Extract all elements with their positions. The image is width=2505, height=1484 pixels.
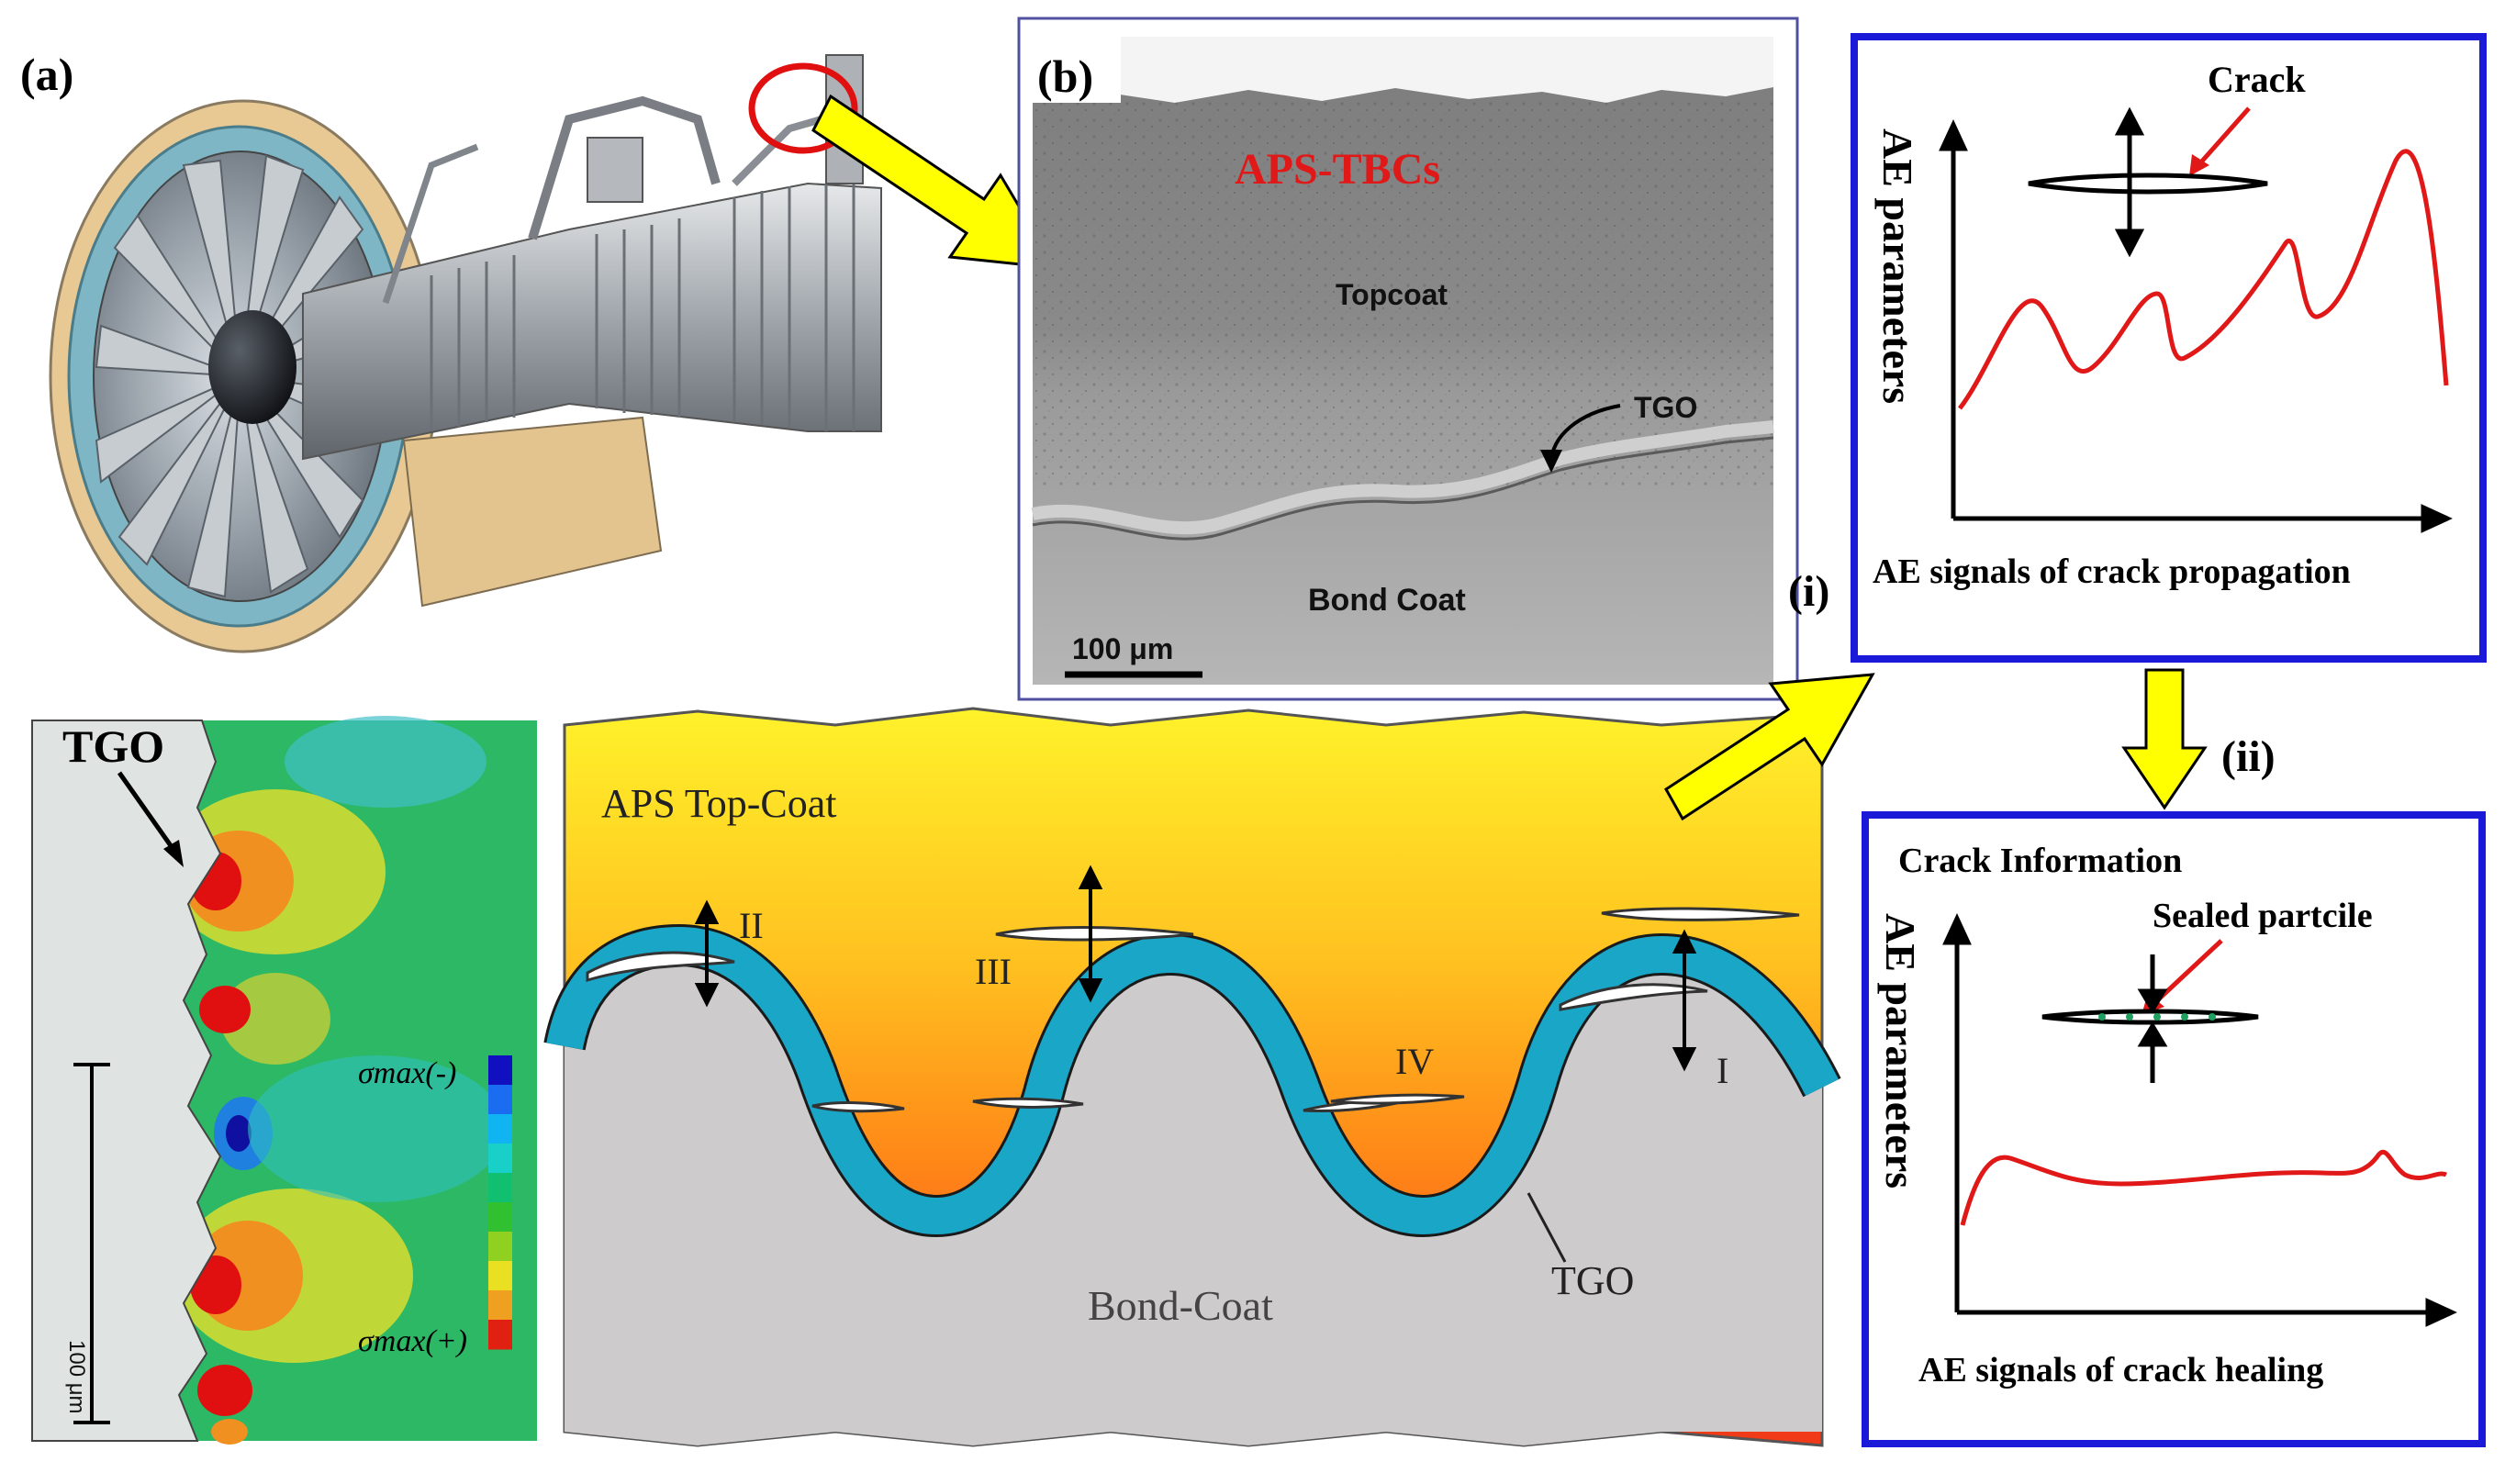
- topcoat-label: Topcoat: [1336, 278, 1448, 311]
- stress-scale-label: 100 μm: [64, 1340, 89, 1414]
- legend-swatch: [488, 1261, 512, 1291]
- legend-swatch: [488, 1202, 512, 1233]
- sealed-particles: [2098, 1013, 2216, 1021]
- micrograph-scale-label: 100 μm: [1072, 632, 1173, 665]
- propagation-signal-curve: [1958, 149, 2449, 410]
- hot-section-highlight: [748, 62, 858, 154]
- propagation-axes: [1939, 119, 2453, 533]
- schematic-topcoat-label: APS Top-Coat: [601, 781, 836, 826]
- healing-particle-label: Sealed partcile: [2153, 897, 2373, 935]
- propagation-caption: AE signals of crack propagation: [1873, 552, 2351, 591]
- healing-caption: AE signals of crack healing: [1918, 1351, 2323, 1389]
- propagation-crack-label: Crack: [2208, 59, 2306, 100]
- arrow-schematic-to-propagation: [1664, 673, 1875, 821]
- schematic-tgo-pointer: [1526, 1192, 1567, 1263]
- healing-signal-curve: [1960, 1149, 2448, 1226]
- stress-legend-min: σmax(-): [358, 1056, 456, 1090]
- micrograph-title: APS-TBCs: [1235, 145, 1440, 194]
- schematic-tgo-label: TGO: [1551, 1258, 1634, 1303]
- stress-legend-bar: [488, 1055, 512, 1350]
- legend-swatch: [488, 1320, 512, 1350]
- schematic-bondcoat-label: Bond-Coat: [1088, 1282, 1273, 1329]
- healing-box: [1862, 811, 2486, 1447]
- arrow-engine-to-micrograph: [811, 94, 1058, 270]
- crack-arrows: [694, 865, 1697, 1072]
- stress-tgo-label: TGO: [62, 720, 164, 772]
- legend-swatch: [488, 1085, 512, 1115]
- cracks: [586, 907, 1800, 1113]
- crack-label-ii: II: [739, 905, 764, 946]
- arrow-propagation-to-healing: [2121, 668, 2208, 810]
- compressor-stages: [430, 184, 856, 431]
- legend-swatch: [488, 1232, 512, 1262]
- tgo-layer: [546, 926, 1839, 1235]
- legend-swatch: [488, 1055, 512, 1086]
- legend-swatch: [488, 1114, 512, 1144]
- healing-crack-glyph: [2041, 1009, 2259, 1025]
- crack-label-iii: III: [975, 951, 1012, 992]
- legend-swatch: [488, 1290, 512, 1321]
- crack-label-iv: IV: [1395, 1041, 1434, 1082]
- panel-b-label: (b): [1037, 50, 1093, 102]
- panel-a-label: (a): [20, 49, 73, 100]
- stress-legend-max: σmax(+): [358, 1324, 467, 1358]
- micrograph-panel: [1017, 17, 1799, 701]
- engine-illustration: [49, 54, 882, 653]
- healing-title: Crack Information: [1898, 842, 2182, 880]
- legend-swatch: [488, 1144, 512, 1174]
- healing-ylabel: AE parameters: [1877, 913, 1924, 1188]
- propagation-crack-glyph: [2028, 173, 2268, 195]
- crack-label-i: I: [1717, 1050, 1728, 1091]
- legend-swatch: [488, 1173, 512, 1203]
- tbc-schematic: [543, 707, 1841, 1447]
- stress-map: [31, 716, 537, 1445]
- bond-coat-label: Bond Coat: [1308, 583, 1466, 618]
- step-i-label: (i): [1788, 567, 1829, 616]
- healing-axes: [1942, 913, 2457, 1327]
- step-ii-label: (ii): [2221, 732, 2276, 781]
- tgo-label-micrograph: TGO: [1634, 391, 1697, 424]
- stress-tgo-pointer: [117, 771, 179, 855]
- propagation-ylabel: AE parameters: [1874, 128, 1921, 404]
